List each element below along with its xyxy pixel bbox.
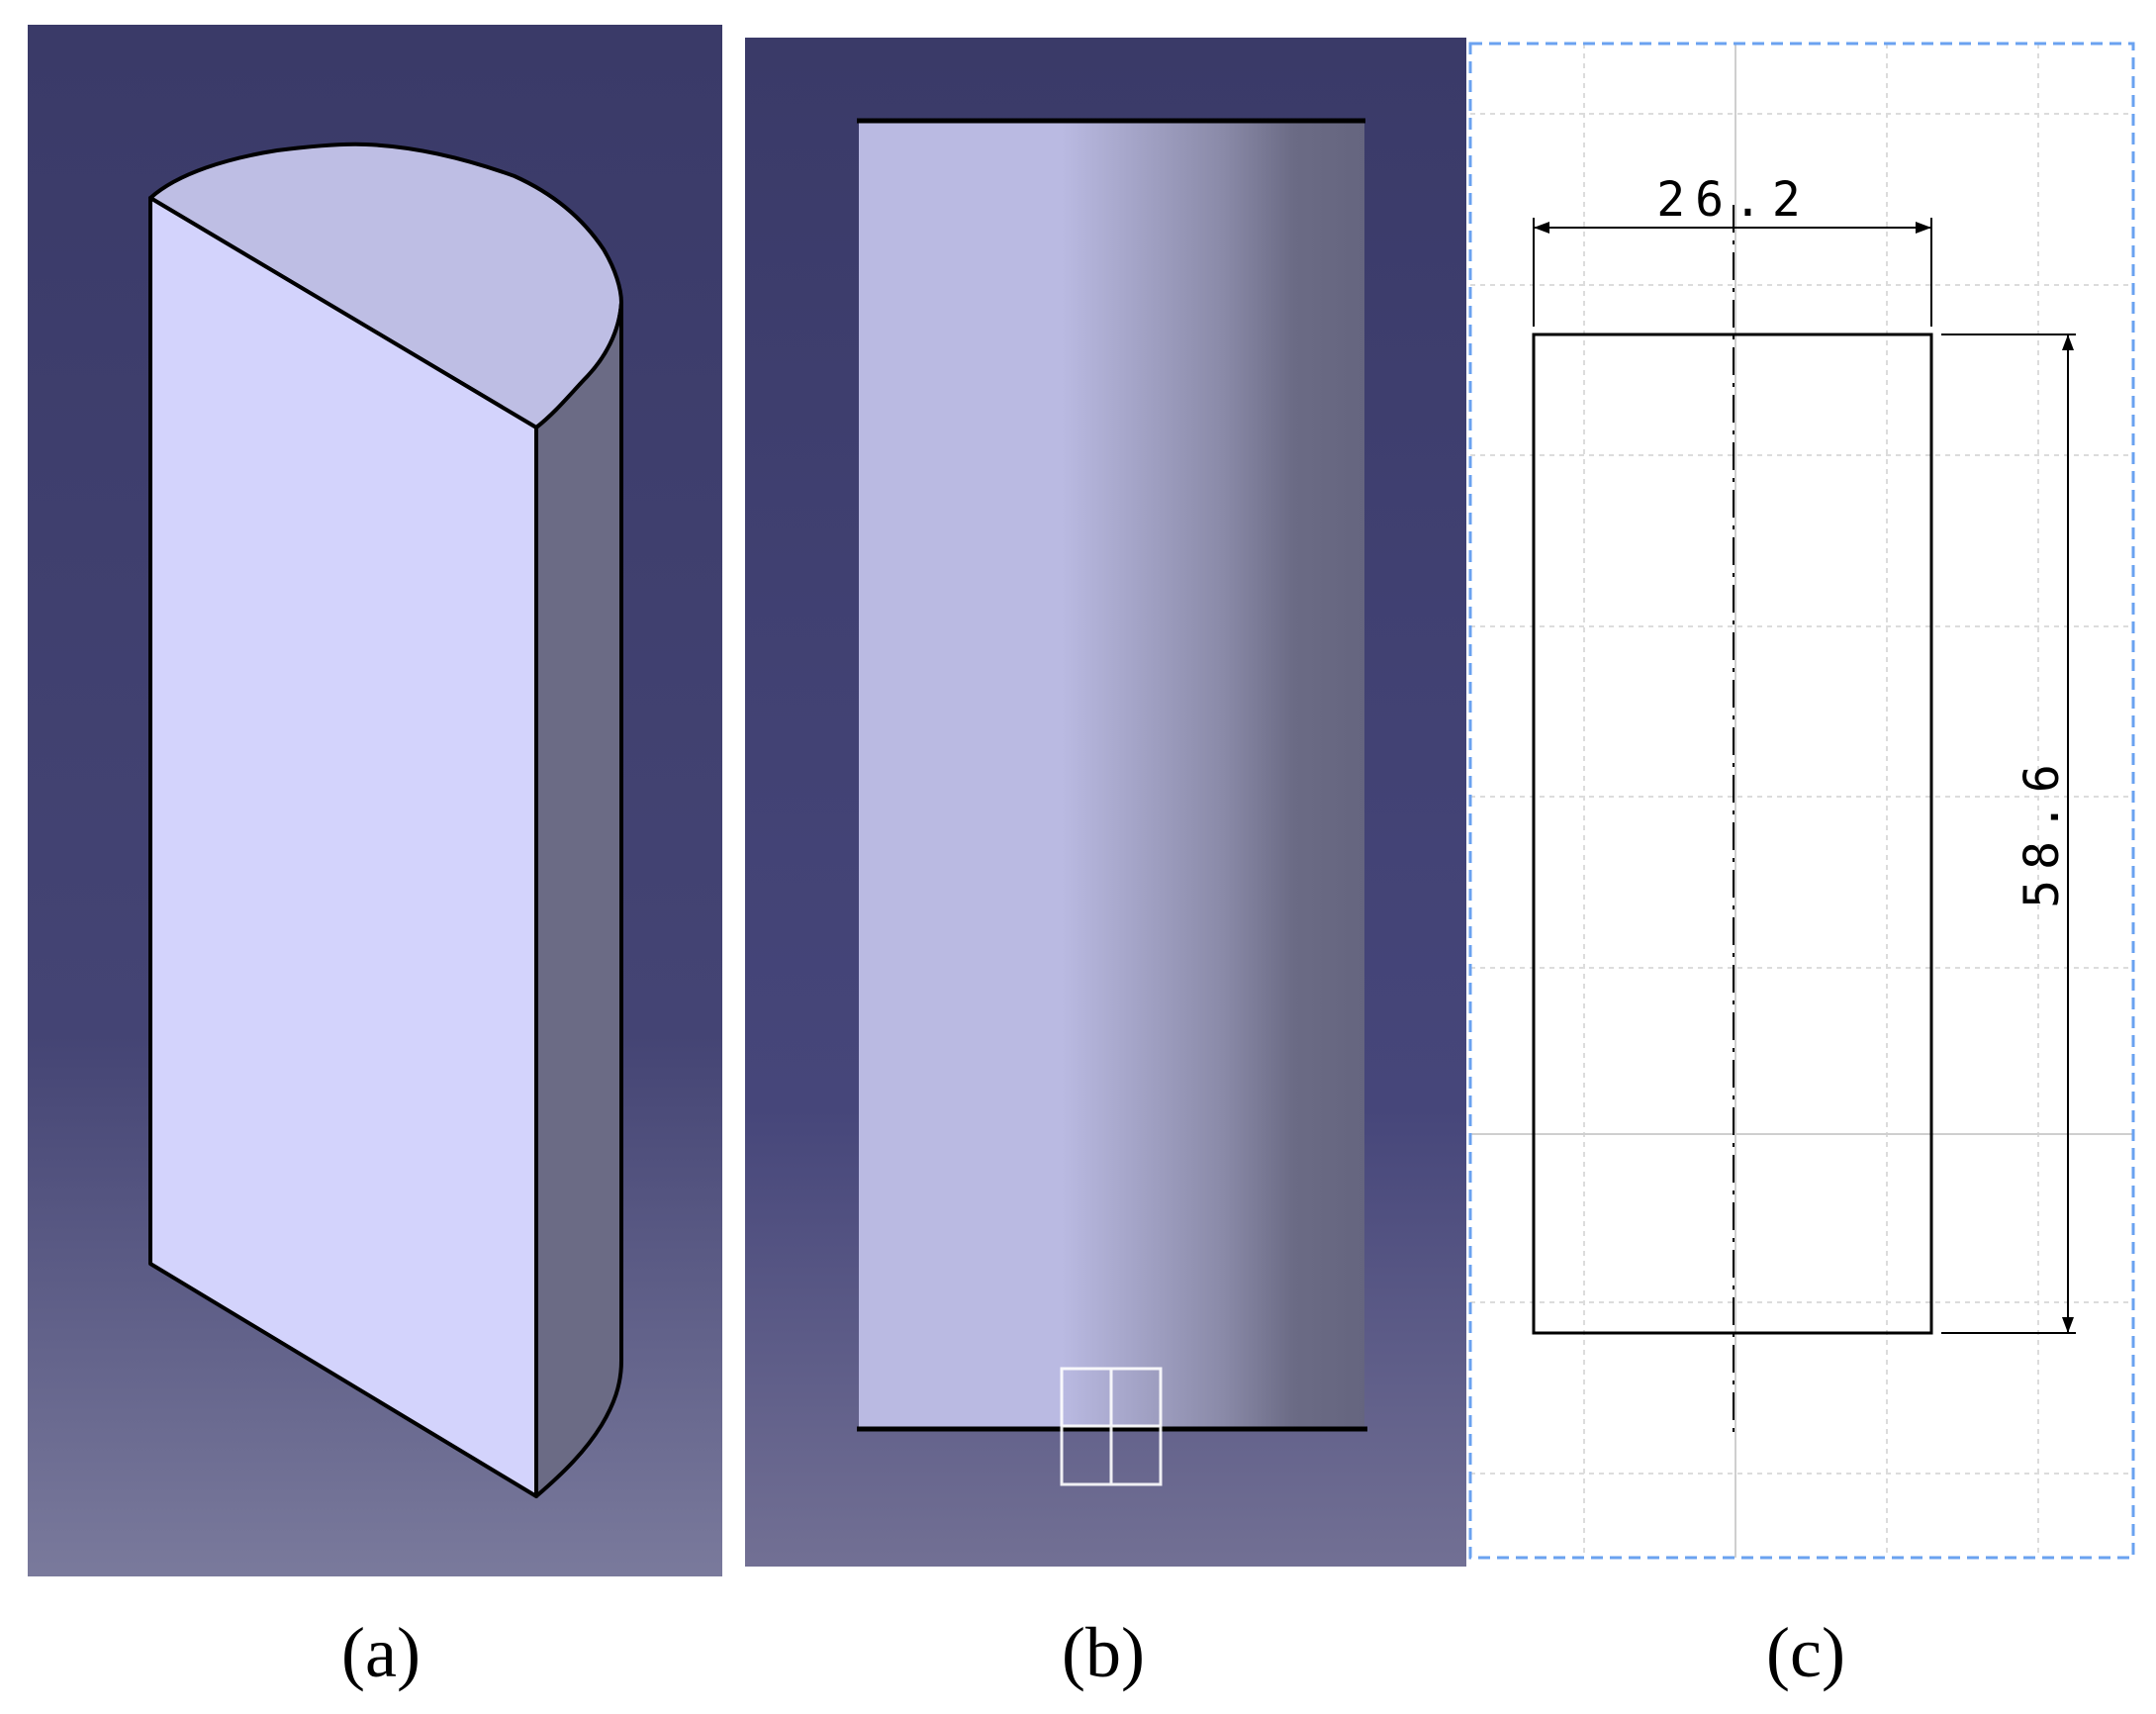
drawing-grid [1470,44,2133,1558]
panel-a [28,25,722,1576]
height-dimension [1941,333,2076,1334]
width-dimension [1533,218,1932,327]
panel-b-label: (b) [1062,1613,1145,1692]
panel-a-label: (a) [341,1613,421,1692]
side-face [534,301,623,1498]
drawing-sheet [1470,44,2133,1558]
height-label: 58.6 [2015,754,2070,908]
panel-c: 26.2 58.6 [1468,42,2135,1560]
axis-triad-icon [1060,1367,1163,1486]
cylinder-front-face [859,121,1364,1429]
width-label: 26.2 [1656,172,1811,228]
panel-c-label: (c) [1766,1613,1845,1692]
panel-b [745,38,1466,1567]
half-cylinder-isometric [148,142,623,1498]
drawing-border [1468,42,2135,1560]
